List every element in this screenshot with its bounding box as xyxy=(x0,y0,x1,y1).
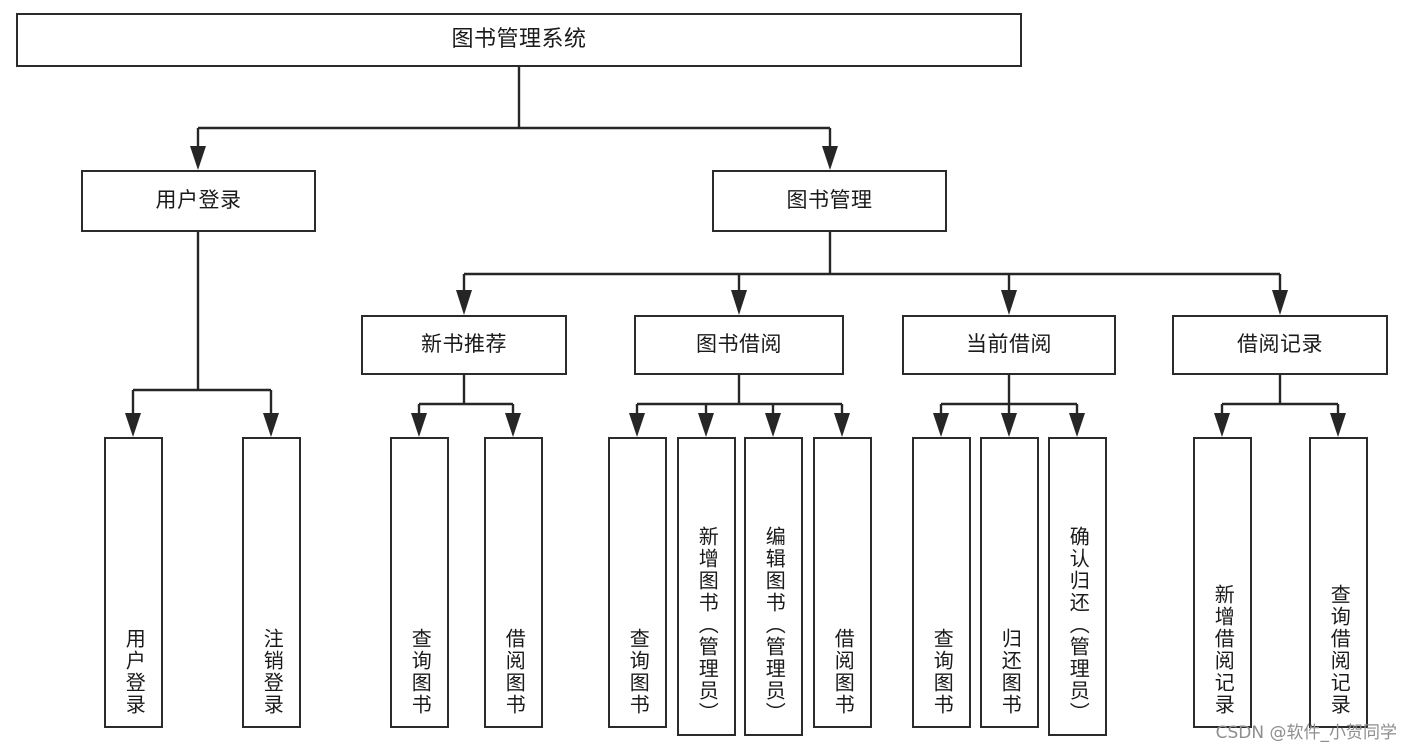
arrow-borrow-leaf4 xyxy=(834,413,850,437)
leaf-query-book-current[interactable]: 查询图书 xyxy=(912,437,971,728)
node-new-book-recommend[interactable]: 新书推荐 xyxy=(361,315,567,375)
arrow-record-leaf1 xyxy=(1214,413,1230,437)
arrow-user-login xyxy=(190,146,206,170)
leaf-label: 查询图书 xyxy=(930,628,955,716)
arrow-leaf-logout xyxy=(263,413,279,437)
leaf-return-book[interactable]: 归还图书 xyxy=(980,437,1039,728)
arrow-borrow-leaf1 xyxy=(629,413,645,437)
leaf-label: 查询图书 xyxy=(408,628,433,716)
leaf-user-login[interactable]: 用户登录 xyxy=(104,437,163,728)
node-root-book-management-system[interactable]: 图书管理系统 xyxy=(16,13,1022,67)
arrow-newbook-leaf2 xyxy=(505,413,521,437)
leaf-query-book-recommend[interactable]: 查询图书 xyxy=(390,437,449,728)
arrow-borrow xyxy=(731,290,747,315)
node-current-borrow[interactable]: 当前借阅 xyxy=(902,315,1116,375)
node-label: 图书管理系统 xyxy=(451,26,587,52)
leaf-borrow-book[interactable]: 借阅图书 xyxy=(813,437,872,728)
arrow-current-leaf3 xyxy=(1069,413,1085,437)
leaf-label: 确认归还（管理员） xyxy=(1066,526,1091,724)
node-book-borrow[interactable]: 图书借阅 xyxy=(634,315,844,375)
leaf-logout[interactable]: 注销登录 xyxy=(242,437,301,728)
node-label: 图书借阅 xyxy=(696,332,782,357)
csdn-watermark: CSDN @软件_小贺同学 xyxy=(1215,723,1397,743)
leaf-label: 查询图书 xyxy=(626,628,651,716)
arrow-current xyxy=(1001,290,1017,315)
arrow-borrow-leaf2 xyxy=(698,413,714,437)
leaf-edit-book-admin[interactable]: 编辑图书（管理员） xyxy=(744,437,803,736)
leaf-label: 新增借阅记录 xyxy=(1211,584,1236,716)
leaf-add-borrow-record[interactable]: 新增借阅记录 xyxy=(1193,437,1252,728)
node-label: 当前借阅 xyxy=(966,332,1052,357)
node-borrow-record[interactable]: 借阅记录 xyxy=(1172,315,1388,375)
leaf-query-book-borrow[interactable]: 查询图书 xyxy=(608,437,667,728)
leaf-borrow-book-recommend[interactable]: 借阅图书 xyxy=(484,437,543,728)
arrow-current-leaf2 xyxy=(1001,413,1017,437)
leaf-label: 注销登录 xyxy=(260,628,285,716)
leaf-label: 查询借阅记录 xyxy=(1327,584,1352,716)
arrow-record-leaf2 xyxy=(1330,413,1346,437)
node-label: 用户登录 xyxy=(155,188,242,213)
node-user-login[interactable]: 用户登录 xyxy=(81,170,316,232)
arrow-current-leaf1 xyxy=(933,413,949,437)
leaf-label: 编辑图书（管理员） xyxy=(762,526,787,724)
node-label: 图书管理 xyxy=(786,188,873,213)
leaf-confirm-return-admin[interactable]: 确认归还（管理员） xyxy=(1048,437,1107,736)
leaf-label: 归还图书 xyxy=(998,628,1023,716)
arrow-leaf-user-login xyxy=(125,413,141,437)
arrow-newbook xyxy=(456,290,472,315)
arrow-book-mgmt xyxy=(822,146,838,170)
node-label: 借阅记录 xyxy=(1237,332,1323,357)
leaf-query-borrow-record[interactable]: 查询借阅记录 xyxy=(1309,437,1368,728)
leaf-label: 用户登录 xyxy=(122,628,147,716)
leaf-label: 新增图书（管理员） xyxy=(695,526,720,724)
leaf-add-book-admin[interactable]: 新增图书（管理员） xyxy=(677,437,736,736)
arrow-borrow-leaf3 xyxy=(765,413,781,437)
leaf-label: 借阅图书 xyxy=(502,628,527,716)
leaf-label: 借阅图书 xyxy=(831,628,856,716)
node-book-management[interactable]: 图书管理 xyxy=(712,170,947,232)
node-label: 新书推荐 xyxy=(421,332,507,357)
arrow-record xyxy=(1272,290,1288,315)
arrow-newbook-leaf1 xyxy=(411,413,427,437)
